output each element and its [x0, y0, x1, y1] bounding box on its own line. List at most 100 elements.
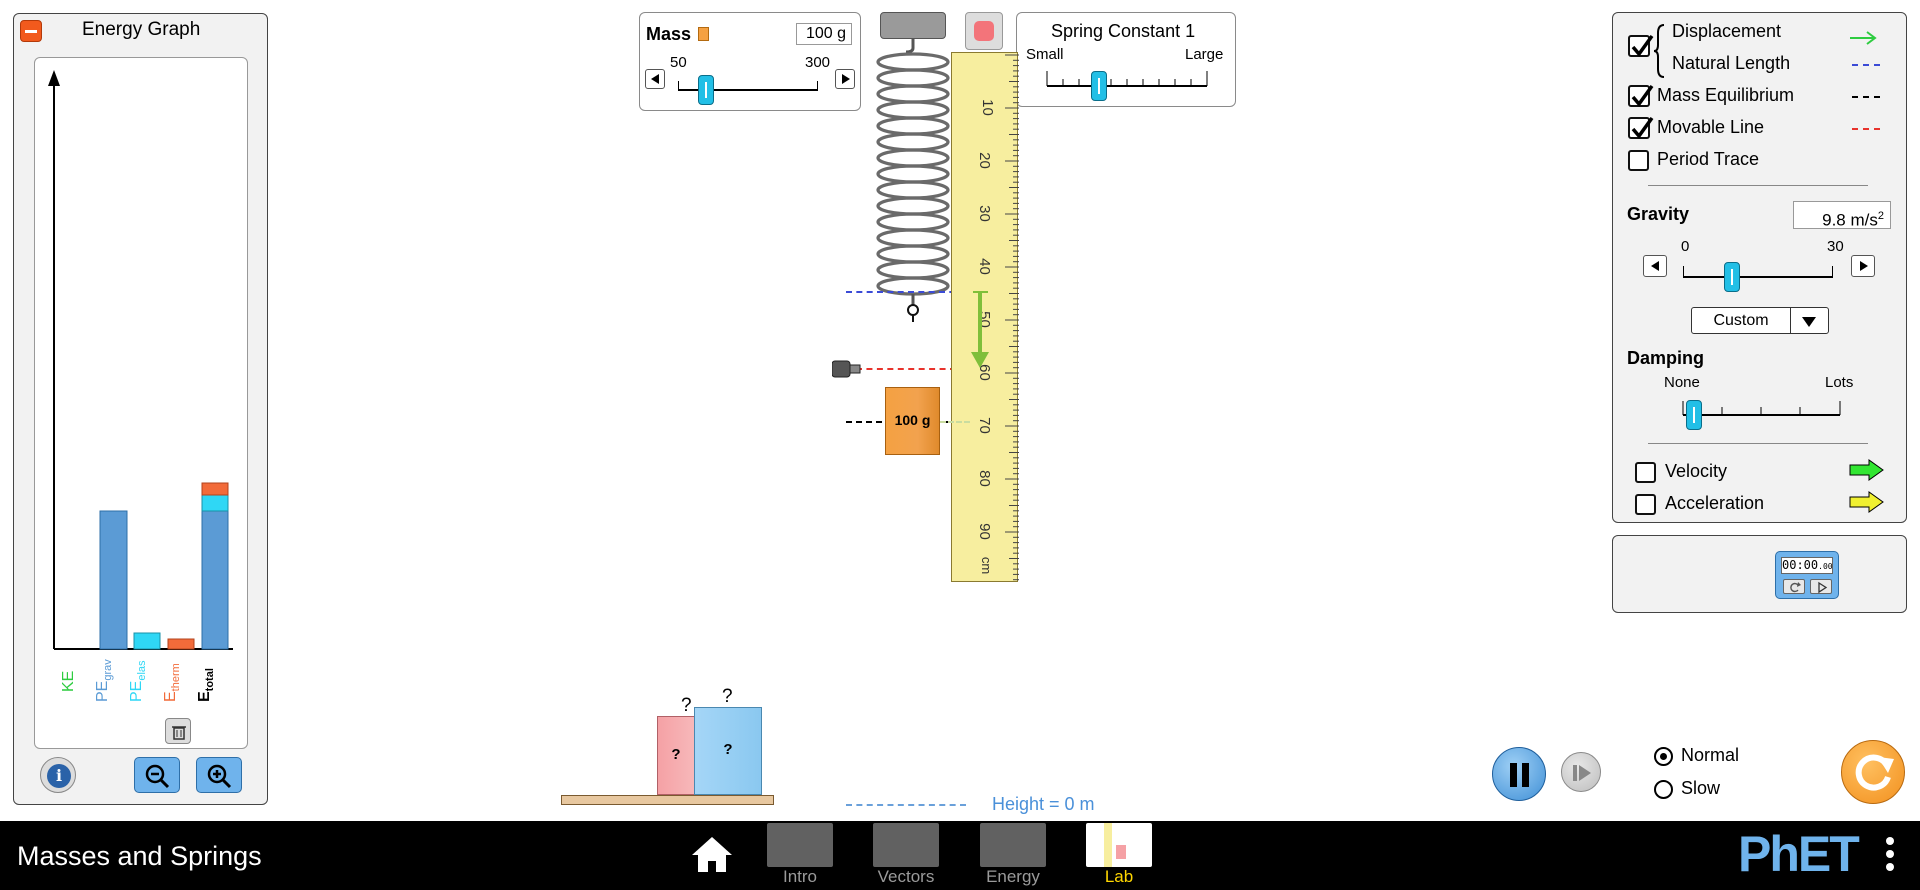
mass-icon	[698, 27, 709, 41]
left-arrow-icon	[1651, 261, 1659, 271]
tab-vectors[interactable]: Vectors	[873, 823, 939, 887]
bar-e-total-elas	[201, 494, 229, 512]
acceleration-label: Acceleration	[1665, 493, 1765, 513]
spring-constant-panel: Spring Constant 1 Small Large	[1016, 12, 1236, 107]
ruler-tick-90: 90	[975, 523, 993, 540]
spring-max-label: Large	[1185, 46, 1224, 63]
mass-label: Mass	[646, 24, 692, 44]
mass-equilibrium-swatch	[1852, 96, 1880, 98]
displacement-arrow	[971, 291, 989, 368]
speed-slow-radio[interactable]	[1654, 780, 1673, 799]
mass-max: 300	[805, 54, 831, 71]
period-trace-checkbox[interactable]	[1628, 150, 1649, 171]
gravity-preset-value: Custom	[1713, 312, 1769, 329]
spring-slider-thumb[interactable]	[1091, 71, 1107, 101]
spring-hanger	[880, 12, 946, 39]
mass-block-label: 100 g	[894, 412, 931, 428]
brace-icon	[1654, 24, 1665, 78]
zoom-in-button[interactable]	[196, 757, 242, 793]
speed-normal-label: Normal	[1681, 745, 1740, 765]
displacement-natural-checkbox[interactable]	[1628, 34, 1654, 57]
clear-thermal-button[interactable]	[165, 718, 191, 744]
mass-equilibrium-checkbox[interactable]	[1628, 84, 1654, 107]
reset-icon	[1790, 582, 1801, 593]
movable-line-handle[interactable]	[831, 360, 862, 378]
home-icon	[692, 837, 732, 872]
chevron-down-icon	[1802, 317, 1816, 327]
mass-slider-thumb[interactable]	[698, 75, 714, 105]
movable-line[interactable]	[856, 368, 956, 370]
handle-icon	[831, 360, 861, 378]
mass-block[interactable]: 100 g	[885, 387, 940, 455]
tab-intro[interactable]: Intro	[767, 823, 833, 887]
phet-logo[interactable]: PhET	[1738, 826, 1860, 882]
reset-all-icon	[1855, 754, 1894, 791]
damping-slider-thumb[interactable]	[1686, 400, 1702, 430]
step-forward-icon	[1573, 765, 1591, 781]
speed-normal-radio[interactable]	[1654, 747, 1673, 766]
tab-lab[interactable]: Lab	[1086, 823, 1152, 887]
mass-increment-button[interactable]	[835, 69, 855, 89]
damping-label: Damping	[1627, 348, 1705, 368]
right-arrow-icon	[1860, 261, 1868, 271]
ruler[interactable]: 10 20 30 40 50 60 70 80 90 cm	[951, 52, 1019, 582]
collapse-button[interactable]	[20, 20, 42, 42]
info-button[interactable]: i	[40, 757, 76, 793]
mystery-mass-pink[interactable]: ?	[657, 716, 695, 795]
tab-energy[interactable]: Energy	[980, 823, 1046, 887]
movable-line-swatch	[1852, 128, 1880, 130]
intro-thumbnail	[767, 823, 833, 867]
gravity-decrement-button[interactable]	[1643, 255, 1667, 277]
navigation-bar: Masses and Springs Intro Vectors Energy …	[0, 821, 1920, 890]
menu-kebab-icon[interactable]	[1885, 837, 1895, 877]
info-icon: i	[47, 764, 71, 788]
gravity-min: 0	[1681, 238, 1690, 255]
mass-decrement-button[interactable]	[645, 69, 665, 89]
home-button[interactable]	[690, 835, 734, 875]
ruler-tick-40: 40	[975, 258, 993, 275]
velocity-checkbox[interactable]	[1635, 462, 1656, 483]
pause-button[interactable]	[1492, 747, 1546, 801]
natural-length-label: Natural Length	[1672, 53, 1791, 73]
mass-panel: Mass 100 g 50 300	[639, 12, 861, 111]
checkmark-icon	[1631, 84, 1654, 107]
ruler-unit: cm	[979, 556, 995, 575]
gravity-slider-track[interactable]	[1683, 266, 1833, 278]
ruler-tick-80: 80	[975, 470, 993, 487]
play-icon	[1818, 581, 1828, 594]
gravity-slider-thumb[interactable]	[1724, 262, 1740, 292]
gravity-max: 30	[1827, 238, 1844, 255]
mass-min: 50	[670, 54, 687, 71]
stopwatch-play-button[interactable]	[1810, 579, 1832, 594]
stop-button[interactable]	[965, 12, 1003, 50]
zoom-in-icon	[207, 764, 232, 789]
damping-max: Lots	[1825, 374, 1854, 391]
acceleration-checkbox[interactable]	[1635, 494, 1656, 515]
displacement-label: Displacement	[1672, 21, 1782, 41]
bar-pe-elas	[133, 632, 161, 650]
reset-all-button[interactable]	[1841, 740, 1905, 804]
pause-icon	[1510, 763, 1517, 787]
mass-slider-track[interactable]	[678, 81, 818, 91]
period-trace-label: Period Trace	[1657, 149, 1760, 169]
spring-coil[interactable]	[860, 38, 980, 378]
zoom-out-button[interactable]	[134, 757, 180, 793]
stopwatch[interactable]: 00:00.00	[1775, 551, 1839, 599]
equilibrium-marker-right	[940, 421, 970, 423]
gravity-increment-button[interactable]	[1851, 255, 1875, 277]
divider	[1648, 443, 1868, 444]
ruler-tick-20: 20	[975, 152, 993, 169]
stopwatch-reset-button[interactable]	[1783, 579, 1805, 594]
step-forward-button[interactable]	[1561, 752, 1601, 792]
height-reference-line[interactable]	[846, 804, 966, 806]
energy-thumbnail	[980, 823, 1046, 867]
stop-icon	[974, 21, 994, 41]
bar-pe-grav	[99, 510, 128, 650]
gravity-preset-dropdown[interactable]: Custom	[1691, 307, 1829, 334]
energy-chart-area: KE PEgrav PEelas Etherm Etotal	[34, 57, 248, 749]
bar-e-therm	[167, 638, 195, 650]
mystery-mass-blue[interactable]: ?	[694, 707, 762, 795]
movable-line-checkbox[interactable]	[1628, 116, 1654, 139]
label-pe-elas: PEelas	[128, 660, 149, 702]
ruler-tick-30: 30	[975, 205, 993, 222]
